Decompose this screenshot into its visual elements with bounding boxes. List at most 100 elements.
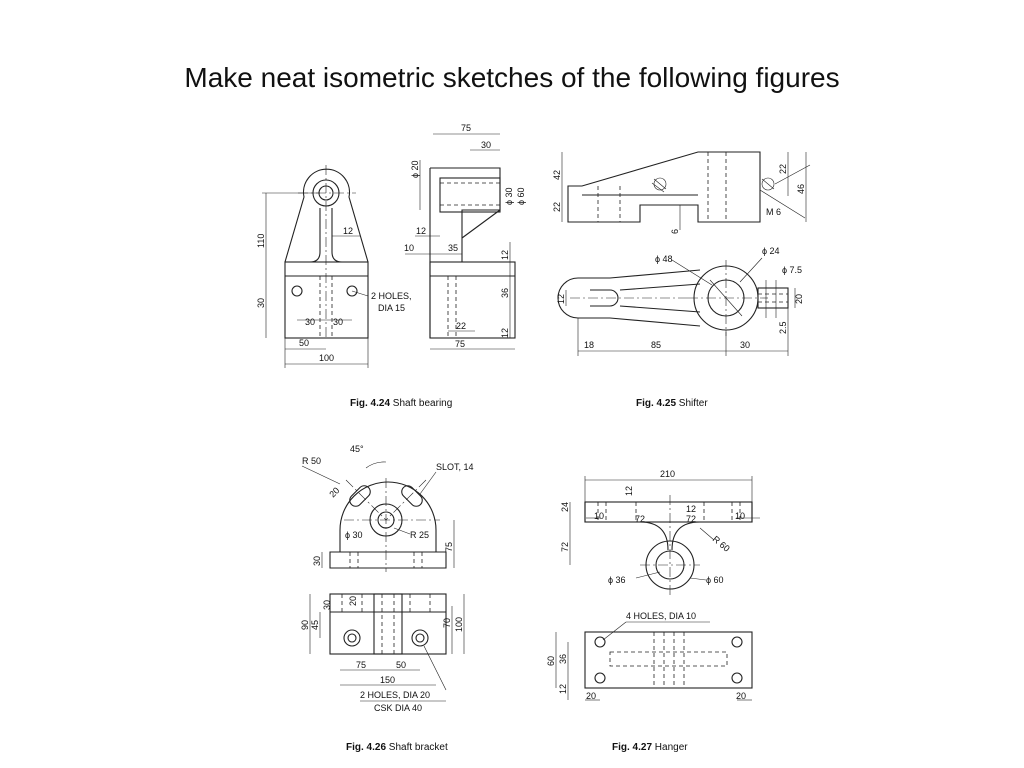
fig-4-25-caption: Shifter [679, 398, 709, 409]
dim-46: 46 [796, 184, 806, 194]
thread-m6: M 6 [766, 207, 781, 217]
dim-20: 20 [794, 294, 804, 304]
svg-text:Fig. 4.26 Shaft bracket: Fig. 4.26 Shaft bracket [346, 742, 448, 753]
dim-50: 50 [299, 338, 309, 348]
dim-75-horizontal: 75 [356, 660, 366, 670]
shaft-bearing-front-view: 110 30 12 30 30 50 100 2 HOLES, DIA 15 [256, 165, 412, 368]
shifter-plan-view: ϕ 48 ϕ 24 ϕ 7.5 12 20 2.5 18 85 30 [556, 246, 804, 356]
dim-phi30: ϕ 30 [345, 530, 363, 540]
dim-42: 42 [552, 170, 562, 180]
dim-12-right: 12 [686, 504, 696, 514]
fig-4-26-shaft-bracket: 45° R 50 SLOT, 14 20 ϕ 30 R 25 75 30 [300, 444, 474, 753]
shaft-bracket-plan-view: 90 45 30 20 70 100 75 50 150 2 HOLES, DI… [300, 593, 465, 713]
dim-60: 60 [546, 656, 556, 666]
dim-12: 12 [343, 226, 353, 236]
dim-75-top: 75 [461, 123, 471, 133]
dim-12: 12 [556, 294, 566, 304]
dim-r60: R 60 [711, 534, 732, 554]
dim-2-5: 2.5 [778, 321, 788, 334]
dim-30v: 30 [256, 298, 266, 308]
dim-50: 50 [396, 660, 406, 670]
dim-22: 22 [456, 321, 466, 331]
dim-r25: R 25 [410, 530, 429, 540]
dim-30-left: 30 [305, 317, 315, 327]
dim-18: 18 [584, 340, 594, 350]
dim-75-vertical: 75 [444, 542, 454, 552]
dim-30-top: 30 [481, 140, 491, 150]
dim-12-plan: 12 [558, 684, 568, 694]
dim-150: 150 [380, 675, 395, 685]
dim-r50: R 50 [302, 456, 321, 466]
dim-30: 30 [740, 340, 750, 350]
dim-36: 36 [558, 654, 568, 664]
hanger-front-view: 210 24 12 12 10 72 72 10 72 R 60 ϕ 36 ϕ … [560, 469, 760, 595]
dim-85: 85 [651, 340, 661, 350]
dim-30-plan: 30 [322, 600, 332, 610]
fig-4-24-shaft-bearing: 110 30 12 30 30 50 100 2 HOLES, DIA 15 [256, 123, 526, 409]
dim-30-right: 30 [333, 317, 343, 327]
note-csk-dia-40: CSK DIA 40 [374, 703, 422, 713]
dim-36: 36 [500, 288, 510, 298]
dim-35: 35 [448, 243, 458, 253]
dim-10-right: 10 [735, 511, 745, 521]
dim-100: 100 [454, 617, 464, 632]
dim-12-left: 12 [624, 486, 634, 496]
dim-30: 30 [312, 556, 322, 566]
dim-phi7-5: ϕ 7.5 [782, 265, 802, 275]
dim-70: 70 [442, 618, 452, 628]
dim-10-left: 10 [594, 511, 604, 521]
dim-72-right: 72 [686, 514, 696, 524]
slide-title: Make neat isometric sketches of the foll… [184, 62, 840, 93]
dim-20-left: 20 [586, 691, 596, 701]
shifter-top-view: 42 22 22 46 6 M 6 [552, 151, 811, 234]
dim-24: 24 [560, 502, 570, 512]
dim-22-right: 22 [778, 164, 788, 174]
shaft-bracket-front-view: 45° R 50 SLOT, 14 20 ϕ 30 R 25 75 30 [301, 444, 474, 572]
dim-72-vertical: 72 [560, 542, 570, 552]
dim-phi60: ϕ 60 [706, 575, 724, 585]
fig-4-24-caption: Shaft bearing [393, 398, 453, 409]
dim-45: 45 [310, 620, 320, 630]
fig-4-27-label: Fig. 4.27 [612, 742, 652, 753]
svg-text:Fig. 4.27 Hanger: Fig. 4.27 Hanger [612, 742, 688, 753]
dim-90: 90 [300, 620, 310, 630]
note-slot-14: SLOT, 14 [436, 462, 474, 472]
svg-text:Fig. 4.24 Shaft bearing: Fig. 4.24 Shaft bearing [350, 398, 452, 409]
dim-110: 110 [256, 234, 266, 248]
fig-4-26-label: Fig. 4.26 [346, 742, 386, 753]
dim-12-side: 12 [416, 226, 426, 236]
dim-10: 10 [404, 243, 414, 253]
dim-20: 20 [327, 485, 341, 499]
dim-phi20: ϕ 20 [410, 160, 420, 178]
dim-phi24: ϕ 24 [762, 246, 780, 256]
hanger-plan-view: 4 HOLES, DIA 10 60 36 12 20 20 [546, 611, 753, 701]
note-2-holes-dia-20: 2 HOLES, DIA 20 [360, 690, 430, 700]
note-dia-15: DIA 15 [378, 303, 405, 313]
shaft-bearing-side-view: 75 30 ϕ 20 ϕ 30 ϕ 60 12 10 35 12 36 12 2… [404, 123, 526, 350]
fig-4-27-caption: Hanger [655, 742, 688, 753]
note-2-holes: 2 HOLES, [371, 291, 412, 301]
dim-6: 6 [670, 229, 680, 234]
fig-4-25-shifter: 42 22 22 46 6 M 6 [552, 151, 811, 409]
dim-100: 100 [319, 353, 334, 363]
dim-12-bottom: 12 [500, 328, 510, 338]
dim-22: 22 [552, 202, 562, 212]
dim-phi60: ϕ 60 [516, 187, 526, 205]
dim-45-deg: 45° [350, 444, 364, 454]
fig-4-25-label: Fig. 4.25 [636, 398, 676, 409]
fig-4-26-caption: Shaft bracket [389, 742, 448, 753]
dim-75-bottom: 75 [455, 339, 465, 349]
dim-210: 210 [660, 469, 675, 479]
dim-phi48: ϕ 48 [655, 254, 673, 264]
dim-12-right: 12 [500, 250, 510, 260]
dim-phi30: ϕ 30 [504, 187, 514, 205]
svg-text:Fig. 4.25 Shifter: Fig. 4.25 Shifter [636, 398, 708, 409]
dim-20-plan: 20 [348, 596, 358, 606]
fig-4-24-label: Fig. 4.24 [350, 398, 390, 409]
dim-20-right: 20 [736, 691, 746, 701]
dim-phi36: ϕ 36 [608, 575, 626, 585]
fig-4-27-hanger: 210 24 12 12 10 72 72 10 72 R 60 ϕ 36 ϕ … [546, 469, 760, 753]
dim-72-left: 72 [635, 514, 645, 524]
note-4-holes-dia-10: 4 HOLES, DIA 10 [626, 611, 696, 621]
